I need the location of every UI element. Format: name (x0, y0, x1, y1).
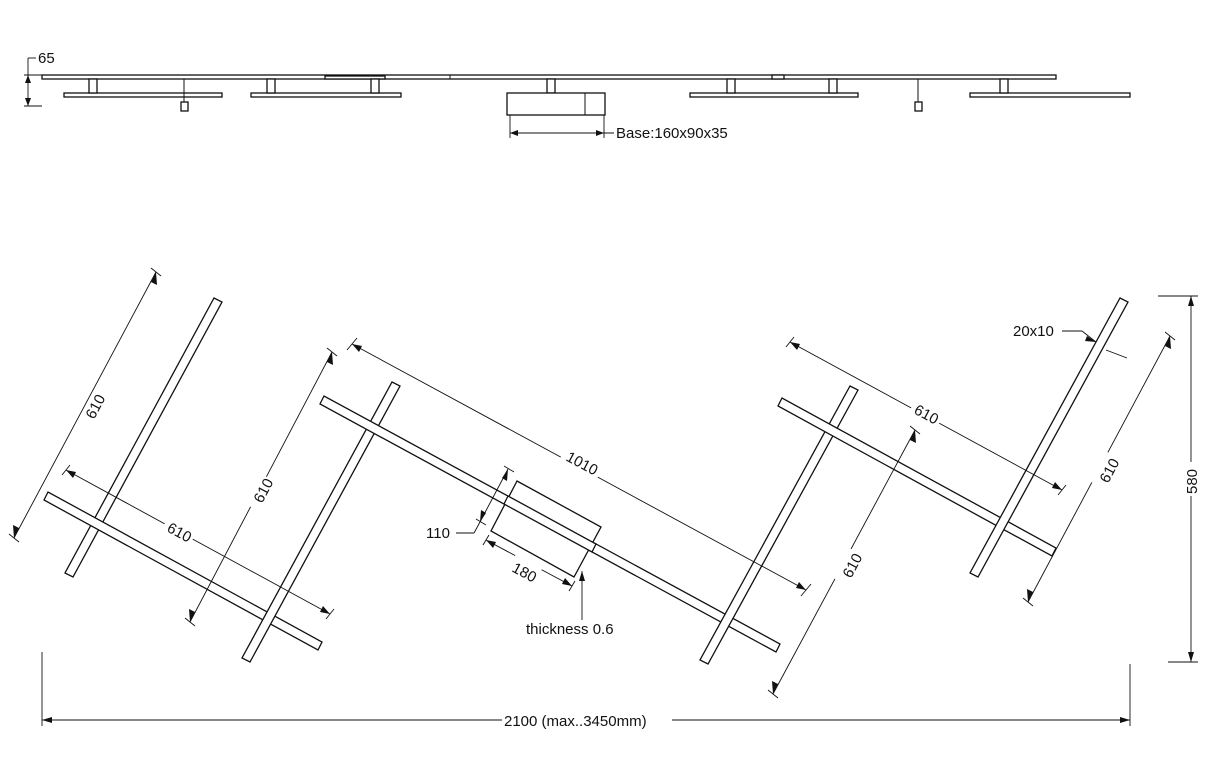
dim-bar-left-cross (61, 464, 335, 620)
dim-bar-left-label: 610 (83, 392, 110, 422)
dim-overall-height (1158, 295, 1202, 663)
dim-base-length-gap (507, 554, 543, 584)
dim-base-length (482, 534, 576, 592)
thickness-leader (579, 571, 585, 620)
profile-label: 20x10 (1013, 323, 1054, 340)
side-view: 65 Base:160x90x35 (24, 50, 1131, 142)
side-bar-2 (250, 92, 402, 98)
base-label: Base:160x90x35 (616, 125, 728, 142)
side-bar-3 (689, 92, 859, 98)
base-box (506, 92, 606, 116)
height-arrow-down (25, 98, 31, 106)
stem-6 (999, 78, 1009, 94)
dim-bar-second-gap (239, 470, 275, 512)
height-label: 65 (38, 50, 55, 67)
dim-bar-left (8, 267, 162, 543)
bar-left-shallow (43, 491, 323, 651)
plate-joint-left (324, 75, 386, 80)
side-bar-1 (63, 92, 223, 98)
side-bar-4 (969, 92, 1131, 98)
bar-right-shallow (777, 397, 1057, 557)
base-arrow-left (510, 130, 518, 136)
dim-long-bar-label: 1010 (563, 449, 600, 480)
bar-far-left-steep (64, 297, 223, 578)
pin-left-tip (180, 101, 189, 112)
bar-right-steep (699, 385, 859, 665)
dim-bar-far-right-gap (1085, 448, 1121, 490)
top-view: 610 610 610 1010 (8, 267, 1202, 730)
dim-bar-right-upper-gap (907, 397, 945, 431)
base-arrow-right (596, 130, 604, 136)
dim-base-width (456, 465, 515, 534)
dim-overall-width (41, 652, 1131, 730)
bar-far-right-steep (969, 297, 1129, 578)
dim-base-width-label: 110 (426, 525, 450, 542)
pin-right-tip (914, 101, 923, 112)
height-arrow-up (25, 75, 31, 83)
stem-3 (370, 78, 380, 94)
dim-bar-right-cross-gap (827, 544, 863, 586)
bar-second-steep (241, 381, 401, 663)
stem-5 (828, 78, 838, 94)
stem-7 (546, 78, 556, 94)
plate-joint-right (771, 74, 785, 80)
dim-bar-left-cross-gap (161, 512, 199, 546)
stem-4 (726, 78, 736, 94)
overall-height-label: 580 (1184, 469, 1201, 494)
stem-2 (266, 78, 276, 94)
stem-1 (88, 78, 98, 94)
profile-leader (1062, 330, 1128, 359)
bar-long-center-over-base (503, 495, 597, 553)
dim-long-bar-gap (559, 441, 607, 479)
thickness-label: thickness 0.6 (526, 621, 614, 638)
overall-width-label: 2100 (max..3450mm) (504, 713, 647, 730)
